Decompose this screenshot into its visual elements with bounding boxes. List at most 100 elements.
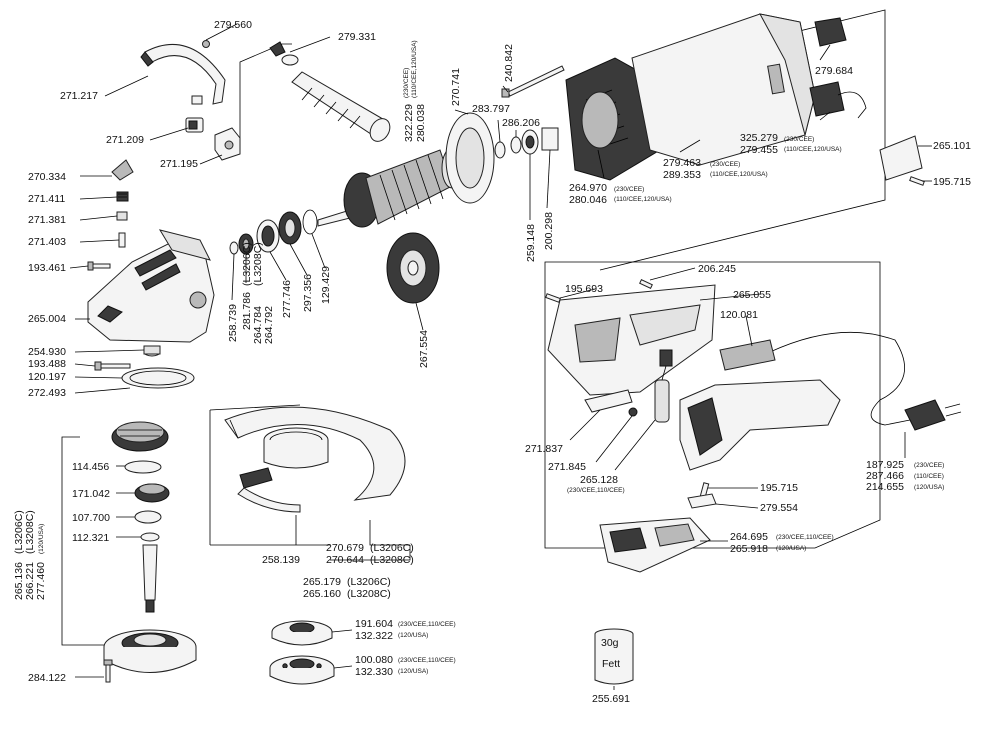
label-271-209: 271.209 (106, 134, 144, 146)
spindle-bracket (61, 436, 130, 646)
label-281-786-l3206c: (L3206C) (241, 242, 253, 286)
motor-housing-279-463 (631, 13, 816, 166)
label-322-229: 322.229 (403, 104, 415, 142)
label-258-739: 258.739 (227, 304, 239, 342)
note-132-330: (120/USA) (398, 668, 428, 675)
fan-267-554 (386, 232, 440, 304)
label-270-644: 270.644 (326, 554, 364, 566)
note-322-229-230cee: (230/CEE) (403, 68, 410, 98)
bush-200-298 (541, 127, 559, 151)
label-270-679: 270.679 (326, 542, 364, 554)
label-265-136-l3206c: (L3206C) (13, 510, 25, 554)
bearing-277-746 (256, 219, 280, 253)
gear-housing-265-004 (87, 229, 215, 343)
note-132-322: (120/USA) (398, 632, 428, 639)
power-cord-187-925 (719, 331, 962, 431)
label-120-197: 120.197 (28, 371, 66, 383)
grease-name: Fett (602, 658, 620, 670)
ring-283-797 (494, 141, 506, 159)
label-270-334: 270.334 (28, 171, 66, 183)
label-120-081: 120.081 (720, 309, 758, 321)
label-270-741: 270.741 (450, 68, 462, 106)
label-255-691: 255.691 (592, 693, 630, 705)
flange-191-604 (271, 620, 333, 646)
handle-half-right (679, 379, 841, 471)
label-264-784: 264.784 (252, 306, 264, 344)
ring-286-206 (510, 136, 522, 154)
clip-279-554 (687, 493, 717, 509)
label-279-331: 279.331 (338, 31, 376, 43)
label-240-842: 240.842 (503, 44, 515, 82)
bearing-259-148 (521, 129, 539, 155)
label-281-786: 281.786 (241, 292, 253, 330)
handle-assembly-frame (544, 261, 881, 549)
label-280-046: 280.046 (569, 194, 607, 206)
stator-264-970 (565, 57, 661, 181)
label-265-918: 265.918 (730, 543, 768, 555)
label-107-700: 107.700 (72, 512, 110, 524)
label-271-411: 271.411 (28, 193, 65, 205)
label-266-221: 266.221 (24, 562, 36, 600)
switch-lever-271-837 (584, 389, 633, 413)
pin-271-381 (116, 211, 128, 221)
label-129-429: 129.429 (320, 266, 332, 304)
spring-271-845 (628, 407, 638, 417)
electronics-264-695 (599, 517, 711, 573)
screw-284-122 (103, 659, 113, 683)
label-265-179-l3206c: (L3206C) (347, 576, 391, 588)
seal-ring-120-197 (121, 367, 195, 389)
note-322-229-110cee: (110/CEE,120/USA) (411, 40, 418, 98)
label-325-279: 325.279 (740, 132, 778, 144)
nut-258-739 (229, 241, 239, 255)
label-287-466: 287.466 (866, 470, 904, 482)
label-265-179: 265.179 (303, 576, 341, 588)
label-264-695: 264.695 (730, 531, 768, 543)
label-254-930: 254.930 (28, 346, 66, 358)
label-286-206: 286.206 (502, 117, 540, 129)
label-195-715-a: 195.715 (933, 176, 971, 188)
note-100-080: (230/CEE,110/CEE) (398, 657, 456, 664)
label-171-042: 171.042 (72, 488, 110, 500)
label-265-101: 265.101 (933, 140, 971, 152)
label-279-560: 279.560 (214, 19, 252, 31)
note-325-279: (230/CEE) (784, 136, 814, 143)
label-271-403: 271.403 (28, 236, 66, 248)
cover-plate-265-101 (879, 135, 923, 181)
wheel-guard-270-679 (224, 406, 406, 513)
label-259-148: 259.148 (525, 224, 537, 262)
note-279-455: (110/CEE,120/USA) (784, 146, 842, 153)
label-283-797: 283.797 (472, 103, 510, 115)
flange-nut-100-080 (269, 655, 335, 685)
note-280-046: (110/CEE,120/USA) (614, 196, 672, 203)
label-112-321: 112.321 (72, 532, 109, 544)
note-187-925: (230/CEE) (914, 462, 944, 469)
clamp-271-209 (185, 117, 204, 133)
screw-206-245 (639, 278, 653, 290)
guard-frame (209, 404, 330, 546)
label-266-221-l3208c: (L3208C) (24, 510, 36, 554)
label-195-715-b: 195.715 (760, 482, 798, 494)
label-279-554: 279.554 (760, 502, 798, 514)
label-271-845: 271.845 (548, 461, 586, 473)
label-132-330: 132.330 (355, 666, 393, 678)
label-270-679-l3206c: (L3206C) (370, 542, 414, 554)
label-279-684: 279.684 (815, 65, 853, 77)
label-277-746: 277.746 (281, 280, 293, 318)
label-279-455: 279.455 (740, 144, 778, 156)
pin-271-403 (118, 232, 126, 248)
label-297-356: 297.356 (302, 274, 314, 312)
lock-button-cap-270-334 (111, 159, 134, 181)
note-265-128: (230/CEE,110/CEE) (567, 487, 625, 494)
screw-195-693 (545, 293, 561, 303)
label-265-055: 265.055 (733, 289, 771, 301)
label-191-604: 191.604 (355, 618, 393, 630)
spindle-assembly (103, 421, 197, 673)
grease-jar-255-691 (594, 628, 634, 685)
label-271-837: 271.837 (525, 443, 563, 455)
note-265-918: (120/USA) (776, 545, 806, 552)
screw-195-715-a (909, 176, 925, 186)
label-264-970: 264.970 (569, 182, 607, 194)
label-272-493: 272.493 (28, 387, 66, 399)
